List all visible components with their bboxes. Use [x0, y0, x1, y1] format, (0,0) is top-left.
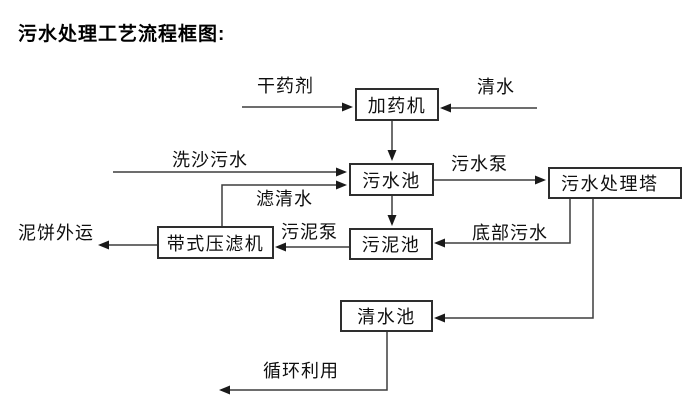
node-belt-filter-press-label: 带式压滤机 — [166, 233, 265, 254]
edge-label-dry-agent: 干药剂 — [257, 76, 314, 96]
edge-filtered-water-arrow — [221, 180, 347, 226]
node-sludge-pool: 污泥池 — [349, 228, 433, 260]
edge-label-sewage-pump: 污水泵 — [451, 154, 508, 174]
edge-label-sludge-pump: 污泥泵 — [281, 222, 338, 242]
node-dosing-machine-label: 加药机 — [367, 95, 427, 116]
node-clean-water-pool-label: 清水池 — [357, 307, 416, 327]
node-dosing-machine: 加药机 — [355, 88, 439, 121]
node-belt-filter-press: 带式压滤机 — [157, 226, 274, 259]
edge-label-mud-cake-outbound: 泥饼外运 — [18, 223, 94, 243]
edge-label-recycle-use: 循环利用 — [263, 361, 339, 381]
node-clean-water-pool: 清水池 — [340, 300, 433, 332]
edge-label-bottom-sewage: 底部污水 — [472, 223, 548, 243]
node-sewage-pool: 污水池 — [349, 163, 434, 196]
node-treatment-tower: 污水处理塔 — [548, 167, 682, 199]
node-sewage-pool-label: 污水池 — [362, 170, 421, 191]
edge-tower-to-clean-pool-arrow — [434, 198, 594, 323]
node-treatment-tower-label: 污水处理塔 — [561, 174, 659, 194]
edge-recycle-use-arrow — [219, 331, 388, 395]
diagram-title: 污水处理工艺流程框图: — [18, 24, 226, 45]
node-sludge-pool-label: 污泥池 — [361, 235, 421, 255]
edge-label-sand-washing-sewage: 洗沙污水 — [172, 150, 248, 170]
edge-label-filtered-water: 滤清水 — [256, 189, 313, 209]
edge-bottom-sewage-arrow — [434, 198, 571, 248]
edge-label-clean-water: 清水 — [477, 77, 515, 97]
